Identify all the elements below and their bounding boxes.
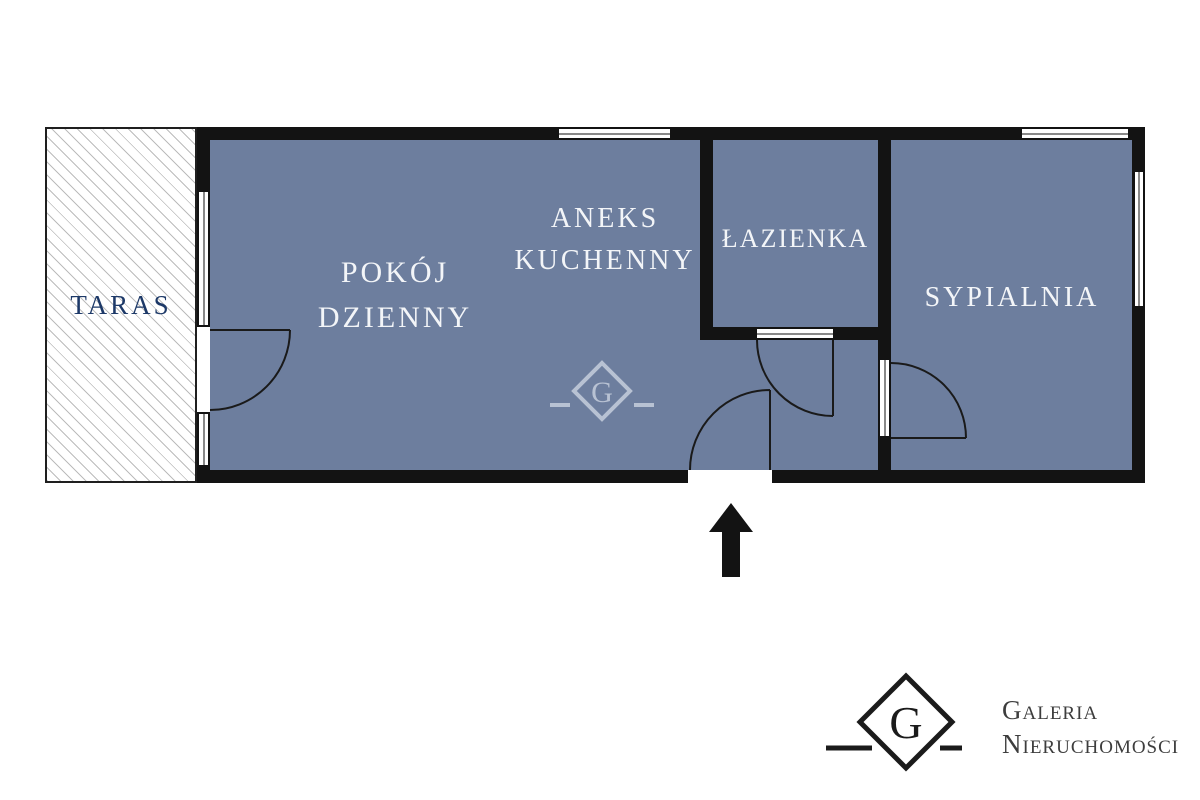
- door-arc-bedroom: [890, 362, 967, 439]
- brand-logo-letter: G: [889, 697, 922, 748]
- room-label-sypialnia: SYPIALNIA: [891, 277, 1133, 319]
- brand-logo-diamond: [856, 672, 956, 772]
- watermark-diamond: [571, 360, 633, 422]
- room-label-pokoj-line1: POKÓJ: [340, 256, 450, 289]
- room-label-pokoj-dzienny: POKÓJ DZIENNY: [270, 250, 520, 340]
- diamond-g-watermark-icon: G: [550, 360, 654, 422]
- room-label-aneks-line2: KUCHENNY: [514, 245, 696, 276]
- opening-entrance: [688, 470, 772, 483]
- room-label-aneks-line1: ANEKS: [550, 203, 660, 234]
- door-arc-bathroom: [756, 339, 834, 417]
- brand-diamond-g-logo-icon: G: [826, 672, 962, 772]
- room-label-sypialnia-text: SYPIALNIA: [924, 282, 1100, 313]
- door-frame-bedroom: [878, 358, 891, 438]
- apartment-floor: [210, 140, 1132, 470]
- room-label-pokoj-line2: DZIENNY: [317, 301, 473, 334]
- window-top-bedroom: [1020, 127, 1130, 140]
- room-label-taras: TARAS: [70, 289, 172, 320]
- window-right-bedroom: [1133, 170, 1145, 308]
- brand-name-line2: Nieruchomości: [1002, 729, 1180, 759]
- door-arc-entrance: [689, 389, 771, 471]
- window-taras-lower: [197, 412, 210, 467]
- window-top-kitchen: [557, 127, 672, 140]
- brand-name: Galeria Nieruchomości: [1002, 693, 1179, 761]
- entrance-up-arrow-stem: [722, 530, 740, 577]
- entrance-up-arrow-icon: [709, 503, 753, 532]
- room-label-aneks-kuchenny: ANEKS KUCHENNY: [480, 198, 730, 282]
- room-label-lazienka-text: ŁAZIENKA: [721, 224, 870, 253]
- door-arc-taras: [209, 329, 291, 411]
- room-label-lazienka: ŁAZIENKA: [713, 219, 878, 258]
- brand-name-line1: Galeria: [1002, 695, 1099, 725]
- watermark-letter: G: [591, 376, 613, 409]
- opening-taras-door: [197, 327, 210, 412]
- window-taras-upper: [197, 190, 210, 327]
- door-frame-bathroom: [755, 327, 835, 340]
- room-taras: TARAS: [45, 127, 197, 483]
- wall-bathroom-left: [700, 140, 713, 340]
